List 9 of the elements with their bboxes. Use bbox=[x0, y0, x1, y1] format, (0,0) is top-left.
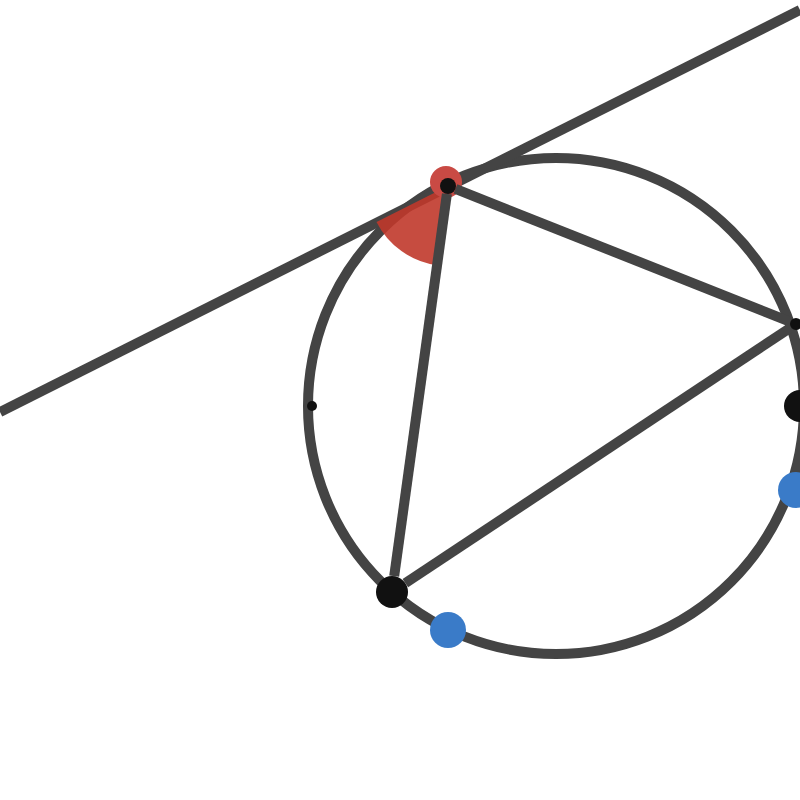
point-marker bbox=[784, 390, 800, 422]
triangle-side bbox=[389, 193, 452, 577]
point-marker bbox=[778, 472, 800, 508]
point-marker bbox=[307, 401, 317, 411]
point-marker bbox=[376, 576, 408, 608]
point-marker bbox=[440, 178, 456, 194]
point-marker bbox=[430, 612, 466, 648]
point-marker bbox=[790, 318, 800, 330]
triangle-side bbox=[402, 323, 794, 588]
